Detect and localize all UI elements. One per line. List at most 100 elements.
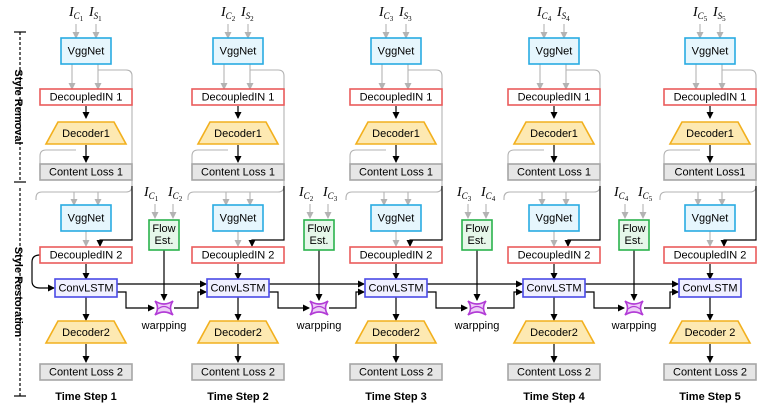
flow-2-flow-estimator [303, 219, 335, 251]
step-2-vggnet-removal [212, 37, 264, 65]
flow-3-flow-label-line1: Flow [465, 223, 488, 235]
step-1-initial-state-arrow [31, 254, 55, 292]
step-1-decoder1-feedback-line [39, 149, 76, 176]
step-1-vggnet-removal-label: VggNet [68, 45, 105, 57]
flow-1-input-a-symbol: IC1 [143, 185, 159, 203]
flow-1-flow-label-line1: Flow [152, 223, 175, 235]
step-5-decoder1-label: Decoder1 [686, 128, 734, 140]
step-5-content-loss-1-label: Content Loss1 [675, 166, 746, 178]
step-4-decoder1-feedback-line [507, 149, 544, 176]
flow-1-convlstm-to-warp-arrow [117, 291, 155, 312]
step-1-decoder1 [44, 121, 128, 145]
step-1-content-loss-1-label: Content Loss 1 [49, 166, 123, 178]
flow-2-input-b-symbol: IC3 [322, 185, 338, 203]
step-5-decoder1 [668, 121, 752, 145]
step-3-decoder1-label: Decoder1 [372, 128, 420, 140]
step-2-content-loss-2-label: Content Loss 2 [201, 366, 275, 378]
step-5-decoupled-in-1 [663, 88, 757, 106]
step-2-decoder2 [196, 320, 280, 344]
step-5-skip-to-din2 [720, 186, 757, 247]
step-4-decoder2-label: Decoder2 [530, 327, 578, 339]
side-label-style-restoration: Style Restoration [12, 247, 24, 338]
flow-3-input-a-symbol: IC3 [456, 185, 472, 203]
flow-3-input-b-symbol: IC4 [480, 185, 496, 203]
step-2-content-loss-1-label: Content Loss 1 [201, 166, 275, 178]
step-4-decoupled-in-2 [507, 246, 601, 264]
step-4-time-step-label: Time Step 4 [523, 391, 585, 403]
step-4-vggnet-removal [528, 37, 580, 65]
step-4-decoder2 [512, 320, 596, 344]
step-5-content-input-symbol: IC5 [692, 5, 708, 23]
step-1-decoder2-label: Decoder2 [62, 327, 110, 339]
flow-2-warp-icon-curve [312, 305, 326, 310]
step-5-decoder1-feedback-line [663, 149, 700, 176]
step-4-vgg-skip-loop [503, 69, 601, 200]
step-1-vggnet-restoration-label: VggNet [68, 212, 105, 224]
flow-2-flow-label-line1: Flow [307, 223, 330, 235]
step-2-decoder1 [196, 121, 280, 145]
step-4-content-loss-1 [507, 163, 601, 181]
step-1-skip-to-din2 [96, 186, 133, 247]
step-3-decoder1-feedback-line [349, 149, 386, 176]
flow-1-flow-label-line2: Est. [155, 235, 174, 247]
step-5-vggnet-removal-label: VggNet [692, 45, 729, 57]
step-5-decoder2-label: Decoder 2 [685, 327, 736, 339]
flow-2-flow-label-line2: Est. [310, 235, 329, 247]
step-2-decoupled-in-1 [191, 88, 285, 106]
step-1-decoupled-in-2 [39, 246, 133, 264]
step-5-decoupled-in-2 [663, 246, 757, 264]
flow-1-warp-icon [154, 300, 174, 316]
step-4-content-loss-1-label: Content Loss 1 [517, 166, 591, 178]
step-2-content-loss-2 [191, 363, 285, 381]
step-1-decoupled-in-1 [39, 88, 133, 106]
step-3-vggnet-restoration-label: VggNet [378, 212, 415, 224]
step-4-content-loss-2 [507, 363, 601, 381]
flow-4-flow-label-line1: Flow [622, 223, 645, 235]
step-3-decoupled-in-1-label: DecoupledIN 1 [360, 91, 433, 103]
step-5-decoupled-in-1-label: DecoupledIN 1 [674, 91, 747, 103]
step-3-decoder1 [354, 121, 438, 145]
step-2-vgg-skip-loop [187, 69, 285, 200]
flow-3-warp-to-next-convlstm-arrow [487, 288, 523, 309]
step-3-decoupled-in-1 [349, 88, 443, 106]
step-3-decoupled-in-2-label: DecoupledIN 2 [360, 249, 433, 261]
step-3-style-input-symbol: IS3 [398, 5, 412, 23]
step-5-vggnet-restoration [684, 204, 736, 232]
step-4-decoder1-label: Decoder1 [530, 128, 578, 140]
flow-4-input-a-symbol: IC4 [613, 185, 629, 203]
step-1-content-input-symbol: IC1 [68, 5, 84, 23]
step-2-decoder1-label: Decoder1 [214, 128, 262, 140]
flow-3-flow-estimator [461, 219, 493, 251]
side-label-style-removal: Style Removal [12, 69, 24, 144]
flow-4-warping-label: warpping [611, 320, 657, 332]
step-1-content-loss-2 [39, 363, 133, 381]
step-2-vggnet-restoration-label: VggNet [220, 212, 257, 224]
step-4-vggnet-removal-label: VggNet [536, 45, 573, 57]
flow-1-warp-to-next-convlstm-arrow [174, 288, 207, 309]
step-5-vgg-skip-loop [659, 69, 757, 200]
flow-2-warp-to-next-convlstm-arrow [329, 288, 365, 309]
step-3-content-loss-2-label: Content Loss 2 [359, 366, 433, 378]
step-2-vggnet-removal-label: VggNet [220, 45, 257, 57]
flow-4-flow-estimator [618, 219, 650, 251]
step-4-content-loss-2-label: Content Loss 2 [517, 366, 591, 378]
step-3-skip-to-din2 [406, 186, 443, 247]
step-1-vgg-skip-loop [35, 69, 133, 200]
step-5-convlstm [678, 278, 742, 298]
connection-layer [14, 24, 757, 397]
step-5-decoupled-in-2-label: DecoupledIN 2 [674, 249, 747, 261]
node-layer [39, 37, 757, 381]
flow-3-flow-label-line2: Est. [468, 235, 487, 247]
step-1-decoupled-in-2-label: DecoupledIN 2 [50, 249, 123, 261]
step-1-style-input-symbol: IS1 [88, 5, 102, 23]
step-5-content-loss-2 [663, 363, 757, 381]
step-1-content-loss-2-label: Content Loss 2 [49, 366, 123, 378]
flow-1-input-b-symbol: IC2 [167, 185, 183, 203]
step-3-vggnet-removal [370, 37, 422, 65]
step-2-decoupled-in-2-label: DecoupledIN 2 [202, 249, 275, 261]
flow-2-input-a-symbol: IC2 [298, 185, 314, 203]
step-4-style-input-symbol: IS4 [556, 5, 570, 23]
step-2-decoupled-in-2 [191, 246, 285, 264]
